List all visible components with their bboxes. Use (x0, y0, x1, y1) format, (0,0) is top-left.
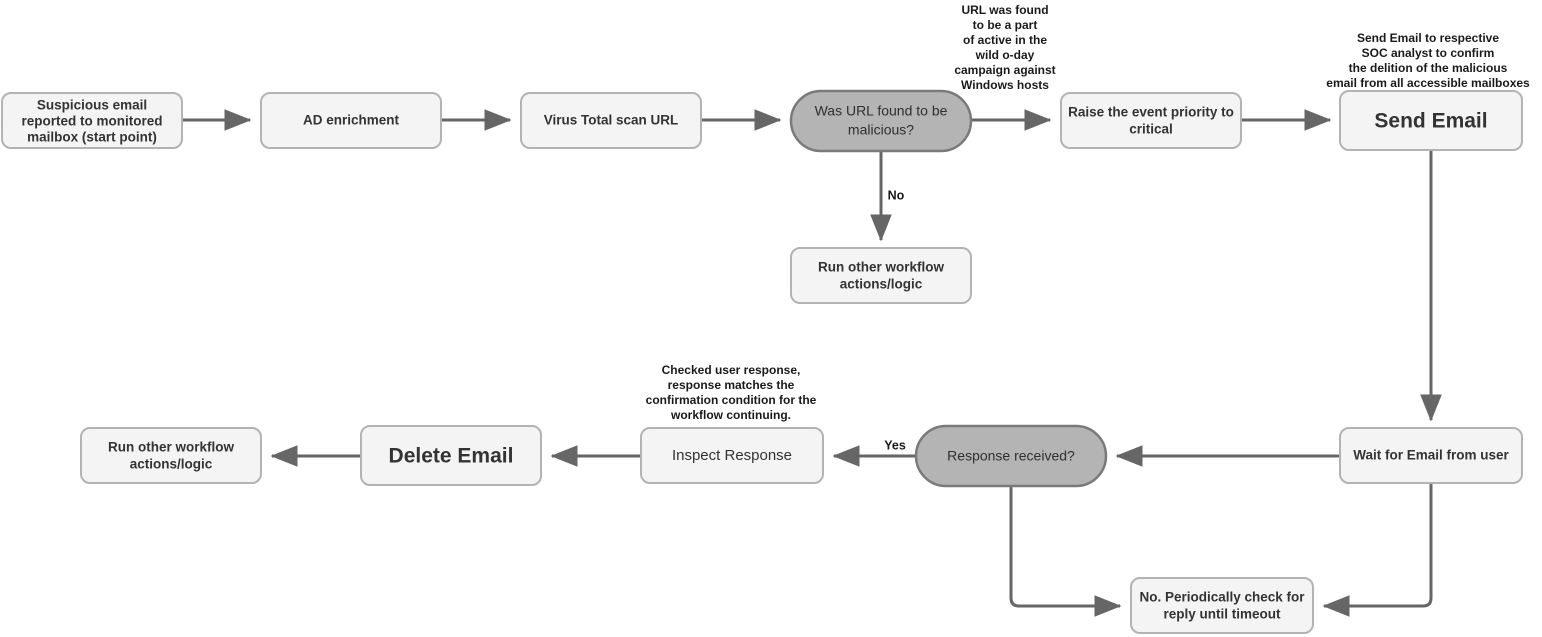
edge-label-url-found-line1: URL was found (961, 3, 1048, 17)
node-decision-response-received[interactable]: Response received? (914, 424, 1108, 488)
node-shape-periodic-check[interactable] (1130, 577, 1314, 634)
edge-label-layer: No Yes URL was found to be a part of act… (646, 3, 1530, 452)
node-virus-total-scan-url[interactable]: Virus Total scan URL (520, 92, 702, 149)
edge-label-url-found-line4: wild o-day (975, 48, 1035, 62)
node-inspect-response[interactable]: Inspect Response (640, 427, 824, 484)
node-shape-run-other-top[interactable] (790, 247, 972, 304)
node-shape-decision-response-received[interactable] (914, 424, 1108, 488)
edge-label-send-email-line1: Send Email to respective (1357, 31, 1499, 45)
node-label-virus-total: Virus Total scan URL (544, 113, 679, 128)
node-label-inspect-response: Inspect Response (672, 447, 792, 464)
node-wait-for-email-from-user[interactable]: Wait for Email from user (1339, 427, 1523, 484)
node-shape-virus-total[interactable] (520, 92, 702, 149)
node-label-raise-line1: Raise the event priority to (1068, 105, 1234, 120)
edge-label-url-found-line3: of active in the (963, 33, 1047, 47)
edge-label-checked-line2: response matches the (668, 378, 795, 392)
node-shape-send-email[interactable] (1339, 90, 1523, 151)
node-label-decision-response-received: Response received? (947, 448, 1075, 464)
edge-layer (182, 109, 1442, 617)
edge-label-url-found-line5: campaign against (954, 63, 1055, 77)
node-label-wait-for-email: Wait for Email from user (1353, 448, 1509, 463)
node-label-delete-email: Delete Email (389, 445, 514, 468)
edge-label-send-email-note: Send Email to respective SOC analyst to … (1326, 31, 1530, 90)
node-shape-start[interactable] (1, 92, 183, 149)
node-label-decision-url-line2: malicious? (848, 122, 914, 138)
edge-label-checked-user-response: Checked user response, response matches … (646, 363, 817, 422)
node-label-run-other-bottom-line1: Run other workflow (108, 440, 234, 455)
edge-response-no-to-periodic-check (1009, 486, 1122, 617)
edge-label-url-found-line6: Windows hosts (961, 78, 1049, 92)
node-label-start-line2: reported to monitored (22, 114, 163, 129)
edge-label-url-found-line2: to be a part (973, 18, 1038, 32)
node-label-periodic-line2: reply until timeout (1163, 607, 1281, 622)
node-layer: Suspicious email reported to monitored m… (1, 89, 1523, 634)
node-label-run-other-top-line1: Run other workflow (818, 260, 944, 275)
node-shape-run-other-bottom[interactable] (80, 427, 262, 484)
edge-label-url-found: URL was found to be a part of active in … (954, 3, 1055, 92)
node-raise-event-priority[interactable]: Raise the event priority to critical (1060, 92, 1242, 149)
node-label-ad-enrichment: AD enrichment (303, 113, 400, 128)
node-label-start-line1: Suspicious email (37, 98, 147, 113)
edge-label-checked-line1: Checked user response, (662, 363, 801, 377)
node-run-other-workflow-top[interactable]: Run other workflow actions/logic (790, 247, 972, 304)
node-label-raise-line2: critical (1129, 122, 1173, 137)
node-label-run-other-top-line2: actions/logic (840, 277, 923, 292)
node-label-send-email: Send Email (1374, 110, 1487, 133)
node-shape-ad-enrichment[interactable] (260, 92, 442, 149)
edge-label-checked-line3: confirmation condition for the (646, 393, 817, 407)
edge-label-send-email-line3: the delition of the malicious (1349, 61, 1508, 75)
edge-label-no: No (888, 188, 905, 202)
edge-label-send-email-line4: email from all accessible mailboxes (1326, 76, 1530, 90)
node-periodic-check-for-reply[interactable]: No. Periodically check for reply until t… (1130, 577, 1314, 634)
node-run-other-workflow-bottom[interactable]: Run other workflow actions/logic (80, 427, 262, 484)
node-shape-inspect-response[interactable] (640, 427, 824, 484)
node-decision-was-url-malicious[interactable]: Was URL found to be malicious? (789, 89, 973, 153)
edge-label-checked-line4: workflow continuing. (670, 408, 791, 422)
node-shape-raise-priority[interactable] (1060, 92, 1242, 149)
node-suspicious-email-start[interactable]: Suspicious email reported to monitored m… (1, 92, 183, 149)
node-send-email[interactable]: Send Email (1339, 90, 1523, 151)
edge-label-send-email-line2: SOC analyst to confirm (1362, 46, 1495, 60)
node-label-decision-url-line1: Was URL found to be (815, 103, 948, 119)
node-ad-enrichment[interactable]: AD enrichment (260, 92, 442, 149)
node-shape-delete-email[interactable] (360, 425, 542, 486)
edge-wait-for-email-to-periodic-check (1322, 483, 1433, 617)
node-label-periodic-line1: No. Periodically check for (1139, 590, 1305, 605)
node-shape-decision-url-malicious[interactable] (789, 89, 973, 153)
node-label-start-line3: mailbox (start point) (27, 130, 157, 145)
node-delete-email[interactable]: Delete Email (360, 425, 542, 486)
node-label-run-other-bottom-line2: actions/logic (130, 457, 213, 472)
node-shape-wait-for-email[interactable] (1339, 427, 1523, 484)
edge-label-yes: Yes (884, 438, 906, 452)
